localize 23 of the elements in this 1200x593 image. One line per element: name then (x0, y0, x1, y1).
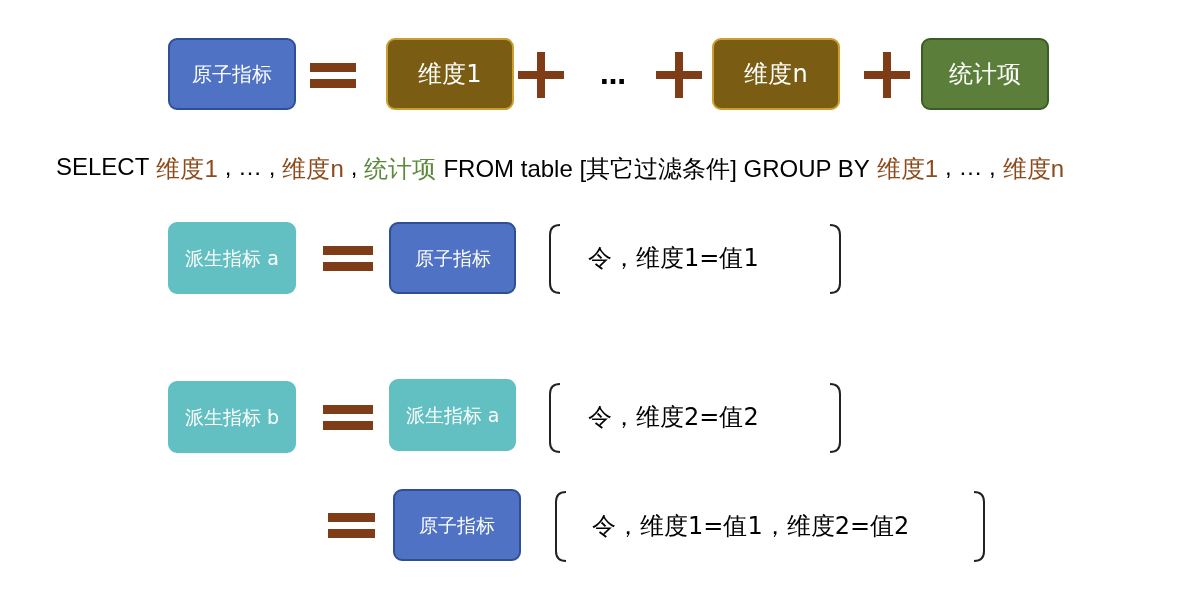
metric-box: 派生指标 a (168, 222, 296, 294)
metric-box: 原子指标 (389, 222, 516, 294)
sql-text: 维度1 (876, 154, 939, 184)
metric-box: 维度1 (386, 38, 514, 110)
sql-text: SELECT (56, 153, 150, 182)
metric-box: 原子指标 (168, 38, 296, 110)
condition-text: 令，维度1=值1 (588, 243, 759, 274)
sql-text: , … , (224, 153, 276, 182)
metric-box: 派生指标 a (389, 379, 516, 451)
metric-box: 维度n (712, 38, 840, 110)
sql-text: FROM table [其它过滤条件] GROUP BY (443, 154, 870, 184)
metric-box: 原子指标 (393, 489, 521, 561)
metric-box: 派生指标 b (168, 381, 296, 453)
sql-text: , (350, 153, 358, 182)
condition-text: 令，维度1=值1，维度2=值2 (592, 511, 910, 542)
sql-text: 统计项 (364, 154, 437, 184)
condition-text: 令，维度2=值2 (588, 402, 759, 433)
sql-text: 维度n (1002, 154, 1065, 184)
sql-text: 维度n (282, 154, 344, 184)
sql-text: , … , (945, 153, 996, 182)
ellipsis: … (600, 60, 626, 90)
sql-text: 维度1 (156, 154, 218, 184)
metric-box: 统计项 (921, 38, 1049, 110)
